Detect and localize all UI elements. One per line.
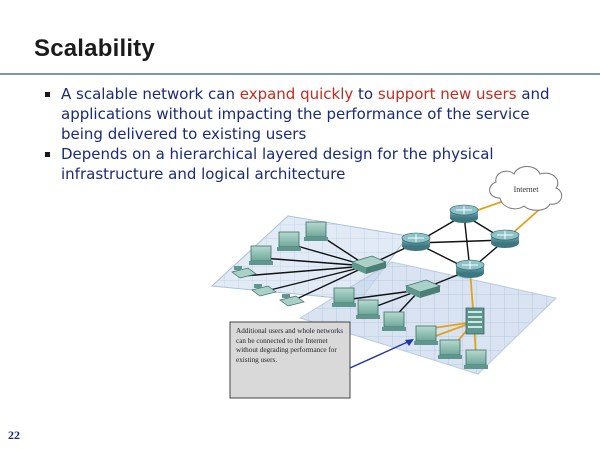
- router-icon: [401, 232, 431, 251]
- cloud-icon: [489, 166, 563, 211]
- router-icon: [455, 259, 485, 278]
- ip-phone-icon: [231, 266, 257, 279]
- title-divider: [0, 73, 600, 75]
- bullet-list: A scalable network can expand quickly to…: [43, 84, 563, 184]
- access-layer-panel: [212, 216, 408, 300]
- highlight-text: support new users: [377, 85, 517, 103]
- bullet-item-hierarchical-design: Depends on a hierarchical layered design…: [43, 144, 563, 184]
- callout-arrowhead: [405, 339, 414, 346]
- page-number: 22: [8, 428, 20, 442]
- bullet-text: A scalable network can: [61, 85, 240, 103]
- switch-icon: [350, 255, 388, 274]
- bullet-text: to: [353, 85, 378, 103]
- bullet-text: Depends on a hierarchical layered design…: [61, 145, 494, 183]
- router-icon: [449, 204, 479, 223]
- workstation-icon: [332, 287, 356, 307]
- workstation-icon: [414, 325, 438, 345]
- bullet-item-scalable-network: A scalable network can expand quickly to…: [43, 84, 563, 144]
- cloud-label: Internet: [514, 185, 540, 194]
- callout-text: Additional users and whole networks can …: [236, 327, 343, 364]
- router-icon: [490, 229, 520, 248]
- ip-phone-icon: [251, 284, 277, 297]
- workstation-icon: [464, 349, 488, 369]
- bullet-text: and applications without impacting the p…: [61, 85, 550, 143]
- workstation-icon: [304, 221, 328, 241]
- switch-icon: [404, 279, 442, 298]
- callout-box: [229, 321, 351, 399]
- workstation-icon: [277, 231, 301, 251]
- slide-title: Scalability: [34, 35, 155, 62]
- server-icon: [465, 307, 485, 335]
- callout-arrow: [349, 339, 413, 369]
- workstation-icon: [249, 245, 273, 265]
- distribution-layer-panel: [300, 262, 556, 374]
- highlight-text: expand quickly: [239, 85, 354, 103]
- workstation-icon: [356, 299, 380, 319]
- workstation-icon: [382, 311, 406, 331]
- ip-phone-icon: [279, 294, 305, 307]
- workstation-icon: [438, 339, 462, 359]
